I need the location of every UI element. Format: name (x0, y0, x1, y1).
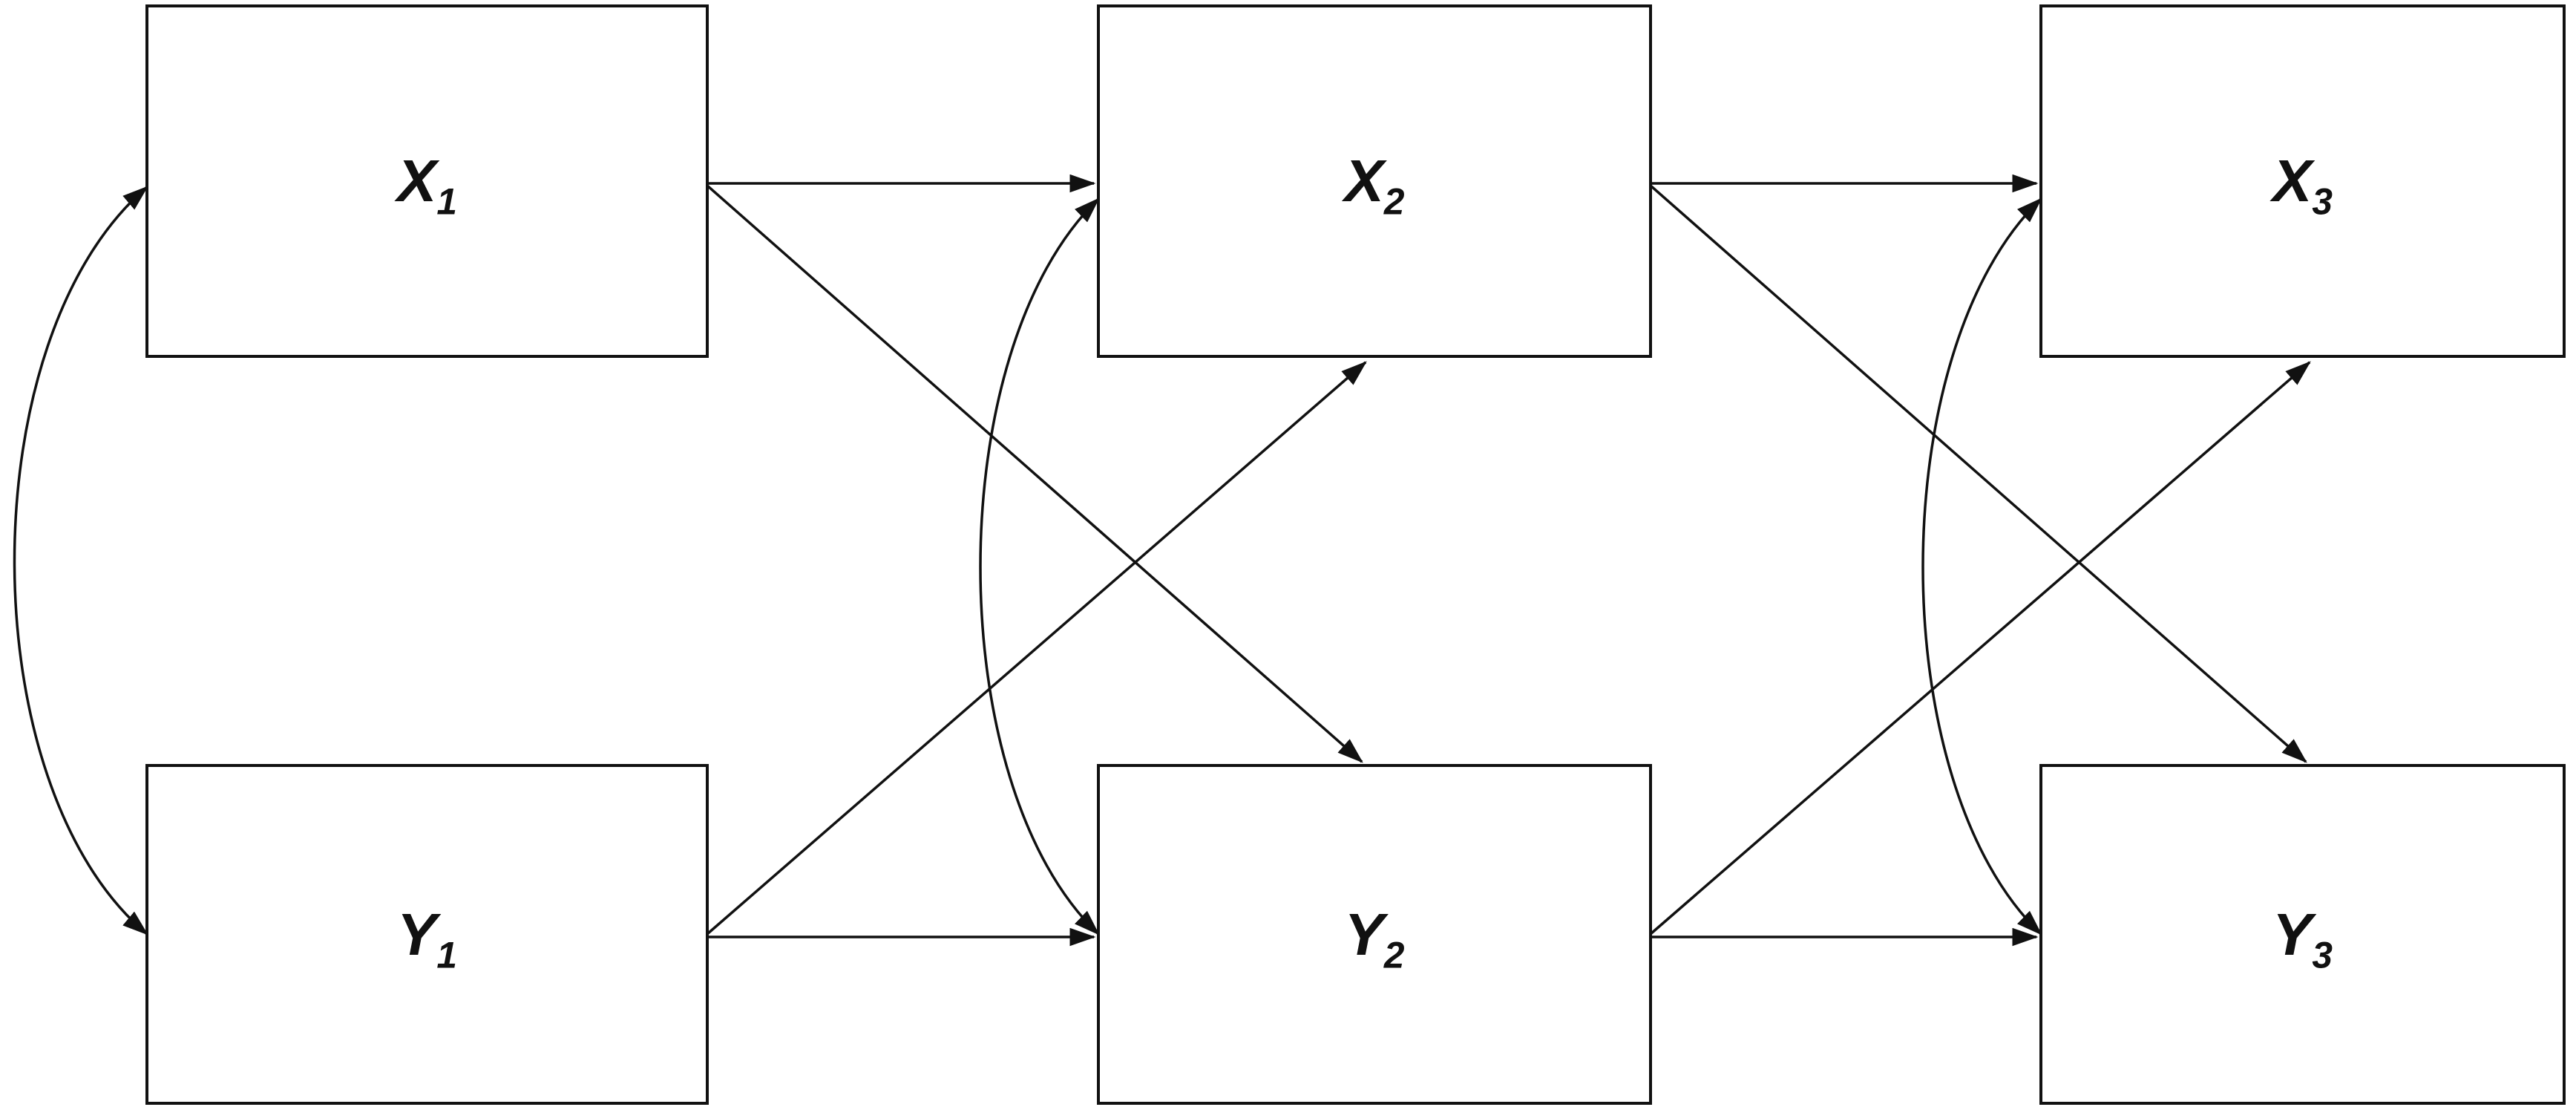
node-x1-label: X1 (397, 148, 457, 223)
node-x1: X1 (145, 4, 709, 358)
node-y1: Y1 (145, 764, 709, 1105)
edge-cov-x2-y2 (979, 197, 1100, 935)
node-y2-label: Y2 (1344, 901, 1405, 976)
node-y2: Y2 (1097, 764, 1652, 1105)
node-y1-label: Y1 (397, 901, 457, 976)
node-x3-label: X3 (2272, 148, 2333, 223)
edge-x1-to-y2 (706, 184, 1363, 763)
edge-cov-x1-y1 (13, 186, 148, 935)
node-y3-label: Y3 (2272, 901, 2333, 976)
edge-cov-x3-y3 (1921, 197, 2042, 935)
edge-y1-to-x2 (706, 361, 1367, 935)
node-x2-label: X2 (1344, 148, 1405, 223)
node-y3: Y3 (2039, 764, 2566, 1105)
edge-x2-to-y3 (1649, 184, 2307, 763)
node-x3: X3 (2039, 4, 2566, 358)
node-x2: X2 (1097, 4, 1652, 358)
edge-y2-to-x3 (1649, 361, 2311, 935)
